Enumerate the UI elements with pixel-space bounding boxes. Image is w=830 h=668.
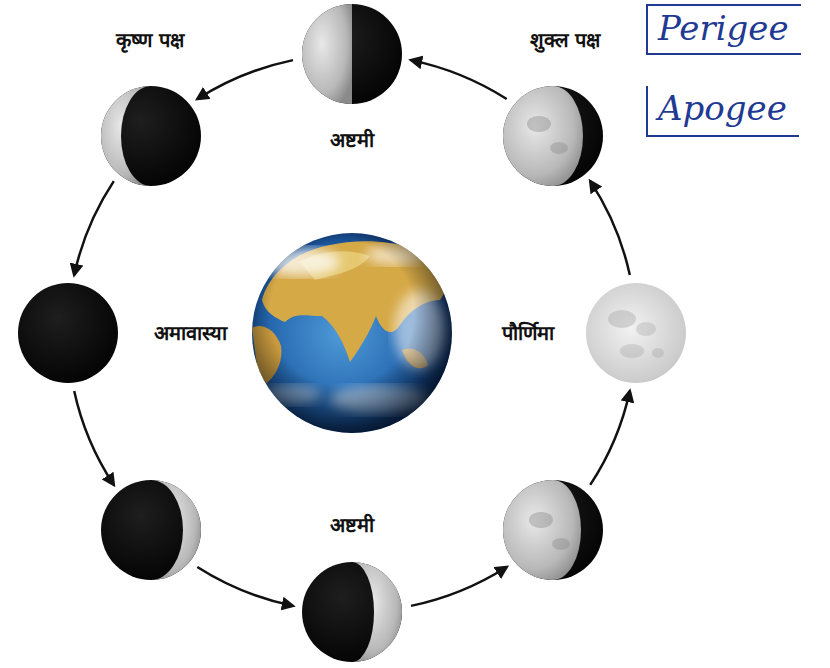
orbit-arrows [74, 60, 630, 606]
phase-label: शुक्ल पक्ष [530, 27, 601, 53]
handwritten-label: Apogee [658, 88, 787, 129]
phase-label: अमावास्या [154, 320, 227, 346]
phase-label: अष्टमी [330, 512, 374, 538]
phase-label: अष्टमी [330, 127, 374, 153]
handwritten-label: Perigee [658, 8, 789, 49]
handwritten-box: Perigee [646, 4, 801, 55]
earth-globe [252, 233, 452, 433]
handwritten-box: Apogee [646, 86, 799, 137]
phase-label: पौर्णिमा [502, 320, 554, 346]
phase-label: कृष्ण पक्ष [116, 27, 184, 53]
moon-phases [18, 4, 686, 662]
